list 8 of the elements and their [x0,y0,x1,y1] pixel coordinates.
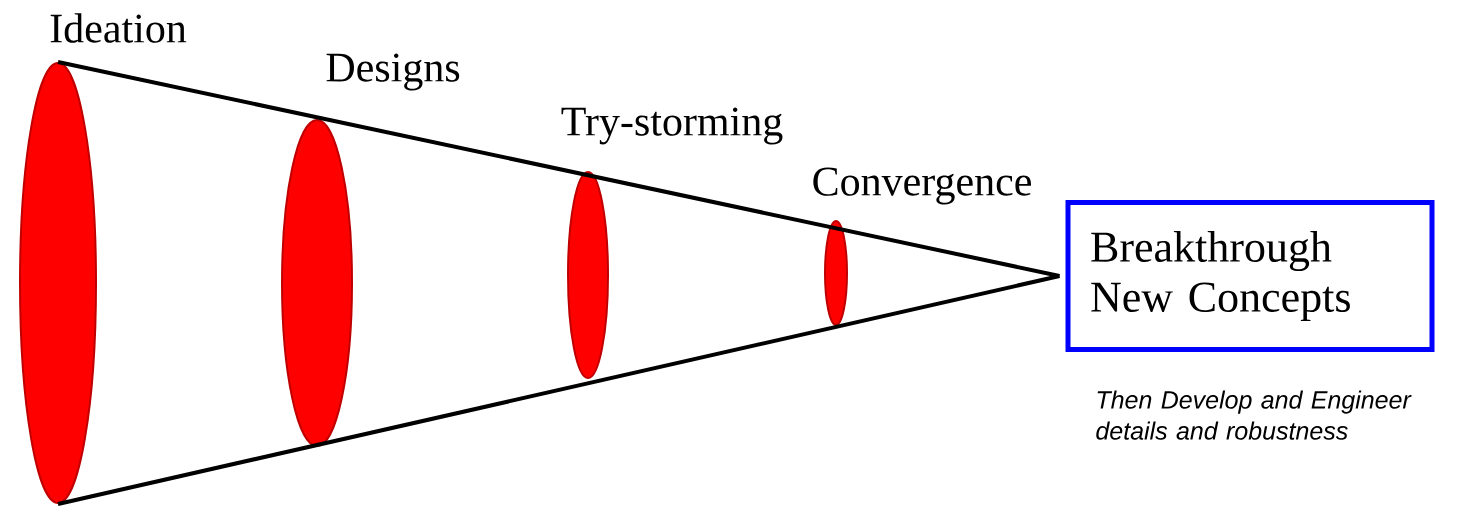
stage-label: Try-storming [561,107,783,145]
note-text: Then Develop and Engineer details and robustness [1096,390,1412,440]
stage-label: Convergence [813,167,1031,205]
stage-label: Ideation [50,13,187,43]
stage-label: Designs [326,53,460,91]
funnel-line [57,60,1060,278]
funnel-line [57,274,1060,506]
concept-box: Breakthrough New Concepts [1065,200,1435,352]
